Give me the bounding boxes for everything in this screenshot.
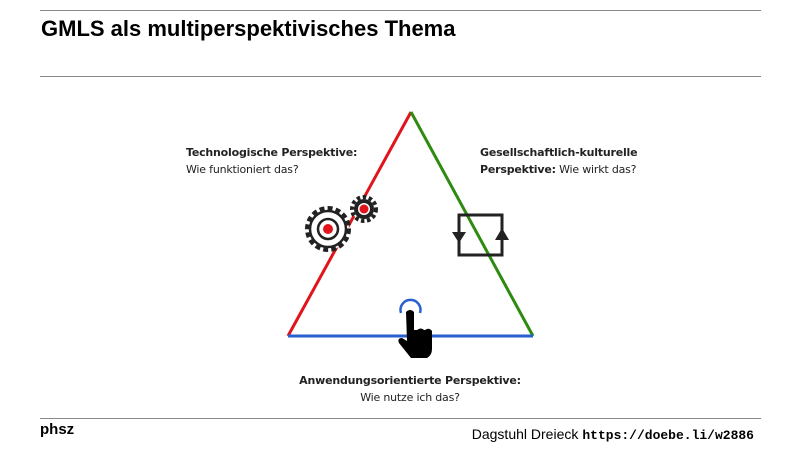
phsz-logo: phsz: [40, 421, 75, 438]
title-divider: [40, 76, 761, 77]
footer-divider: [40, 418, 761, 419]
application-question: Wie nutze ich das?: [360, 391, 460, 404]
application-perspective-label: Anwendungsorientierte Perspektive: Wie n…: [260, 372, 560, 406]
top-divider: [40, 10, 761, 11]
social-heading-line2: Perspektive:: [480, 163, 556, 176]
gears-icon: [305, 195, 378, 252]
touch-hand-icon: [398, 298, 432, 358]
footer-url-link[interactable]: https://doebe.li/w2886: [582, 428, 754, 443]
technological-heading: Technologische Perspektive:: [186, 146, 358, 159]
social-heading-line1: Gesellschaftlich-kulturelle: [480, 146, 638, 159]
application-heading: Anwendungsorientierte Perspektive:: [299, 374, 521, 387]
social-edge: [409, 111, 535, 337]
social-perspective-label: Gesellschaftlich-kulturelle Perspektive:…: [480, 144, 638, 178]
technological-perspective-label: Technologische Perspektive: Wie funktion…: [186, 144, 357, 178]
cycle-arrows-icon: [452, 213, 509, 257]
footer-caption-text: Dagstuhl Dreieck: [471, 426, 579, 442]
slide-title: GMLS als multiperspektivisches Thema: [41, 16, 456, 41]
social-question: Wie wirkt das?: [559, 163, 637, 176]
technological-question: Wie funktioniert das?: [186, 163, 299, 176]
